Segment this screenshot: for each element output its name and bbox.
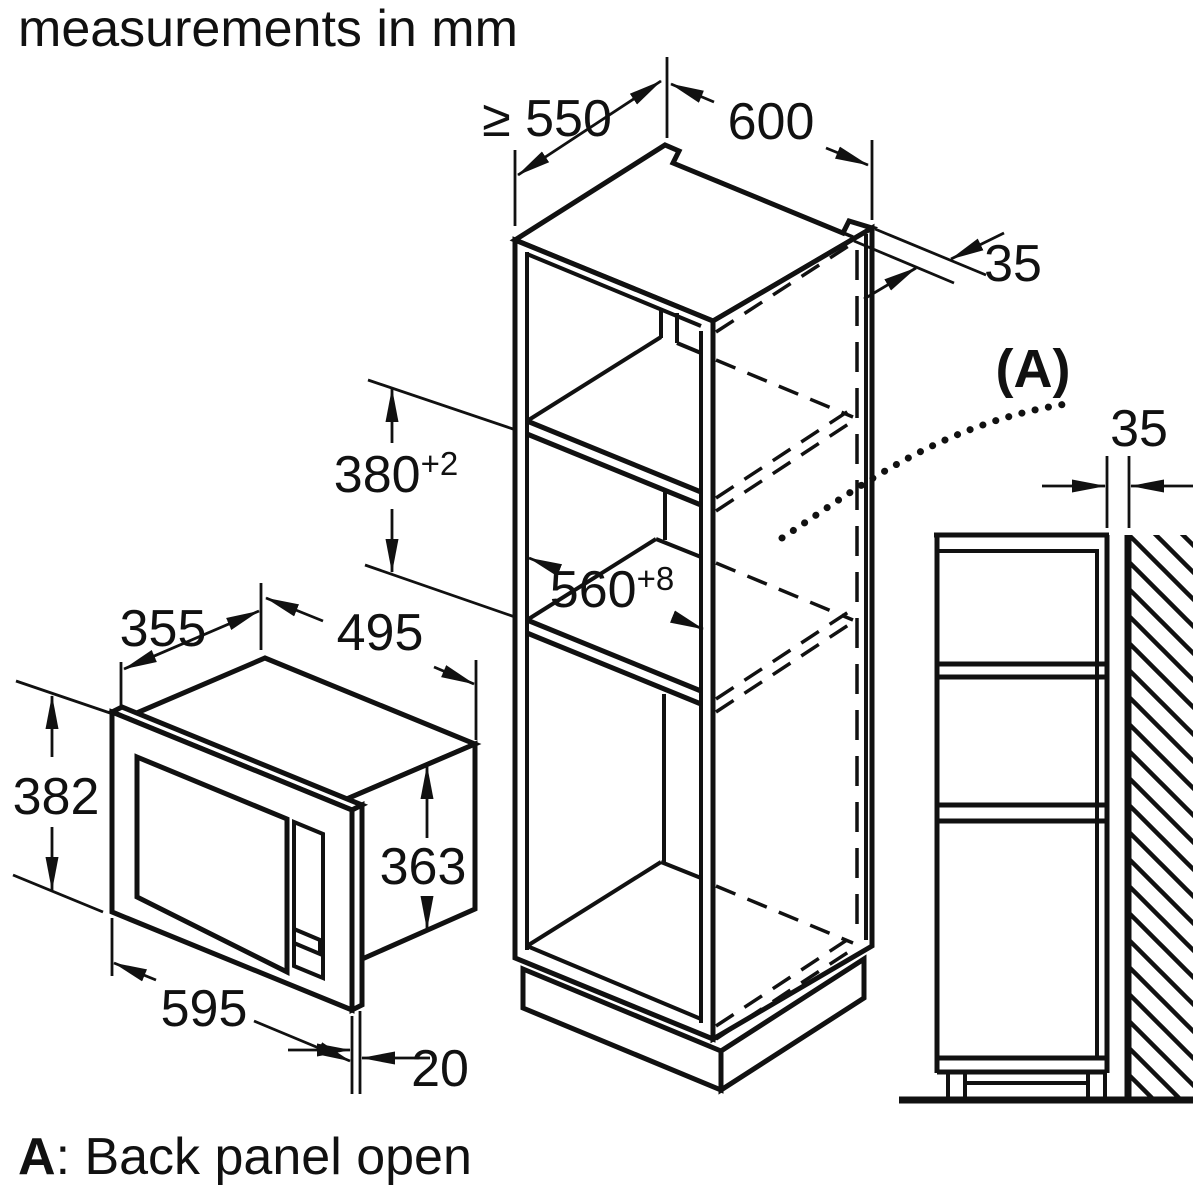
dim-mw-width: 495 xyxy=(337,604,424,662)
cabinet-right-face xyxy=(710,223,875,1044)
legend-caption: A: Back panel open xyxy=(18,1128,472,1186)
callout-a-label: (A) xyxy=(996,339,1071,399)
microwave-display-button xyxy=(292,925,322,958)
microwave-door-window xyxy=(134,753,290,977)
cabinet-plinth xyxy=(520,954,867,1095)
cabinet-shelf-niche-bottom xyxy=(525,492,702,707)
cabinet-isometric-drawing xyxy=(509,142,879,1095)
microwave-drawing xyxy=(105,655,482,1015)
dim-mw-front-height: 382 xyxy=(13,768,100,826)
dim-mw-depth: 355 xyxy=(120,600,207,658)
microwave-dimensions: 355 495 382 363 595 20 xyxy=(12,583,478,1098)
dim-wall-gap: 35 xyxy=(1110,400,1168,458)
dim-mw-body-height: 363 xyxy=(380,838,467,896)
dim-niche-width: 560+8 xyxy=(550,560,674,619)
page-title: measurements in mm xyxy=(18,0,518,58)
wall-hatching xyxy=(1131,535,1193,1100)
cabinet-dimensions: ≥ 550 600 35 380+2 560+8 xyxy=(334,57,1042,631)
dim-mw-front-width: 595 xyxy=(161,980,248,1038)
dim-niche-height: 380+2 xyxy=(334,445,458,504)
dim-rear-gap: 35 xyxy=(984,235,1042,293)
microwave-control-panel xyxy=(292,819,325,981)
hidden-edges-dashed xyxy=(715,178,854,1041)
side-view-feet xyxy=(946,1072,1107,1100)
dim-width: 600 xyxy=(728,93,815,151)
callout-a: (A) xyxy=(778,339,1071,542)
side-view-drawing: 35 xyxy=(899,400,1193,1104)
dim-depth-min: ≥ 550 xyxy=(482,90,612,148)
dim-mw-frame-overhang: 20 xyxy=(411,1040,469,1098)
cabinet-shelf-upper xyxy=(525,308,702,508)
